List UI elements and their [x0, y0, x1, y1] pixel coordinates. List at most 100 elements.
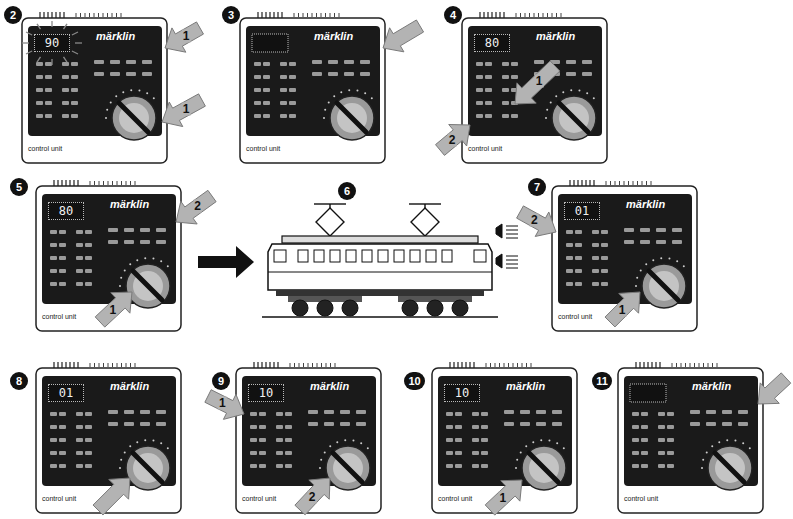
key: [722, 410, 732, 414]
key: [356, 422, 366, 426]
speed-scale: [570, 89, 572, 91]
step-number: 5: [10, 178, 28, 196]
key: [62, 88, 69, 92]
key: [108, 422, 118, 426]
socket-mark: [90, 181, 91, 185]
display-value: 80: [485, 36, 499, 50]
connector-pin: [499, 12, 500, 18]
speed-scale: [124, 269, 126, 271]
key: [76, 230, 83, 234]
callout-number: 1: [218, 397, 227, 410]
key: [276, 438, 283, 442]
key: [254, 62, 261, 66]
socket-mark: [112, 13, 113, 17]
key: [254, 101, 261, 105]
key: [575, 282, 582, 286]
speed-scale: [129, 263, 131, 265]
key: [476, 101, 483, 105]
pointer-arrow: [758, 373, 791, 404]
housing-outline: [36, 186, 181, 331]
socket-mark: [531, 363, 532, 367]
key: [76, 269, 83, 273]
speed-scale: [371, 97, 373, 99]
speed-knob: [126, 446, 170, 490]
connector-pin: [281, 12, 282, 18]
key: [667, 412, 674, 416]
connector-pin: [569, 180, 570, 186]
control-unit-housing: [618, 362, 763, 513]
key: [667, 464, 674, 468]
unit-name: control unit: [468, 145, 502, 152]
key: [328, 72, 338, 76]
flash-ray: [51, 21, 52, 27]
step-label: 10: [408, 375, 420, 387]
key: [71, 114, 78, 118]
socket-mark: [85, 13, 86, 17]
step-number: 6: [338, 182, 356, 200]
socket-mark: [516, 13, 517, 17]
key: [124, 422, 134, 426]
key: [601, 256, 608, 260]
control-unit-housing: [22, 12, 167, 163]
step-arrow: [198, 246, 254, 278]
connector-pin: [261, 362, 262, 368]
key: [259, 464, 266, 468]
connector-pin: [457, 362, 458, 368]
housing-outline: [462, 18, 607, 163]
knob-cap: [337, 103, 367, 133]
control-unit-housing: [240, 12, 385, 163]
key: [59, 425, 66, 429]
connector-pin: [651, 362, 652, 368]
key: [124, 240, 134, 244]
flash-ray: [51, 59, 52, 65]
key: [592, 256, 599, 260]
key: [485, 101, 492, 105]
key: [308, 410, 318, 414]
speed-scale: [742, 442, 744, 444]
housing-outline: [22, 18, 167, 163]
pointer-arrow: [93, 478, 130, 515]
speed-knob: [552, 96, 596, 140]
speed-scale: [652, 259, 654, 261]
key: [263, 62, 270, 66]
flash-ray: [64, 24, 68, 29]
socket-mark: [543, 13, 544, 17]
key: [658, 464, 665, 468]
socket-mark: [615, 181, 616, 185]
socket-mark: [517, 363, 518, 367]
lcd-display: 80: [48, 202, 84, 220]
control-unit-housing: [462, 12, 607, 163]
speed-scale: [119, 285, 121, 287]
speed-scale: [702, 459, 704, 461]
connector-pin: [55, 12, 56, 18]
socket-mark: [556, 13, 557, 17]
key: [582, 72, 592, 76]
socket-mark: [712, 363, 713, 367]
socket-mark: [685, 363, 686, 367]
socket-mark: [80, 13, 81, 17]
key: [455, 438, 462, 442]
key: [504, 422, 514, 426]
key: [624, 228, 634, 232]
connector-pin: [581, 180, 582, 186]
key: [263, 75, 270, 79]
speed-scale: [105, 117, 107, 119]
speed-scale: [167, 265, 169, 267]
speed-scale: [106, 109, 108, 111]
key: [575, 256, 582, 260]
pantograph: [314, 204, 441, 236]
speed-scale: [324, 109, 326, 111]
key: [250, 425, 257, 429]
socket-mark: [703, 363, 704, 367]
socket-mark: [694, 363, 695, 367]
socket-mark: [312, 363, 313, 367]
key: [276, 425, 283, 429]
speed-scale: [540, 439, 542, 441]
blank-display: [252, 34, 288, 52]
step-number: 7: [528, 178, 546, 196]
flash-ray: [72, 51, 78, 54]
socket-mark: [89, 13, 90, 17]
key: [485, 114, 492, 118]
speed-scale: [668, 258, 670, 260]
key: [59, 412, 66, 416]
